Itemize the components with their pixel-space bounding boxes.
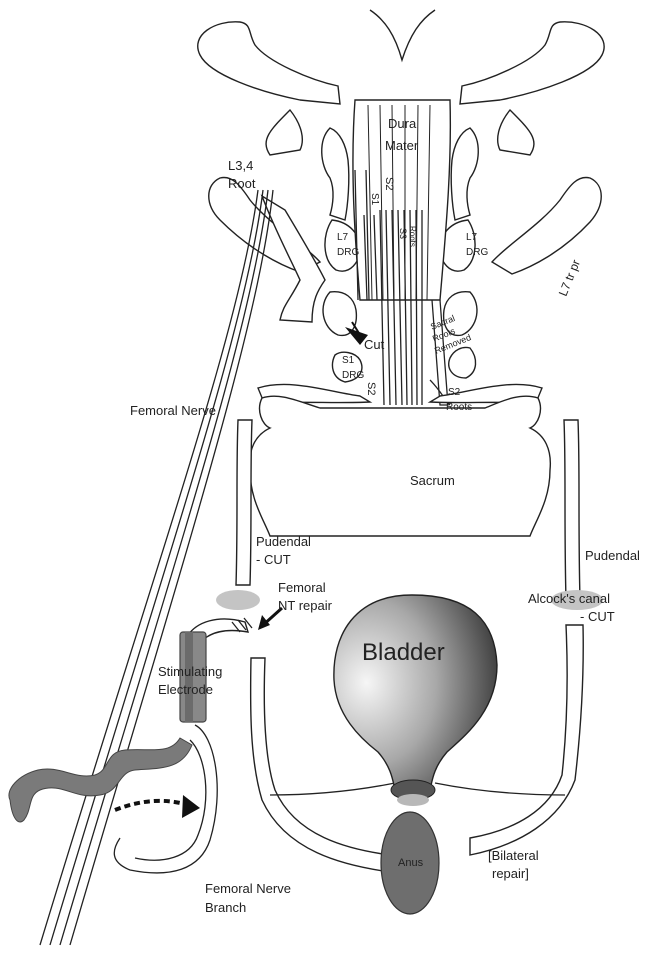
label-sacrum: Sacrum [410, 473, 455, 488]
label-anus: Anus [398, 857, 424, 869]
label-alcocks-cut: - CUT [580, 609, 615, 624]
label-electrode: Electrode [158, 682, 213, 697]
label-femoral-nerve: Femoral Nerve [130, 403, 216, 418]
label-s2-upper: S2 [383, 177, 395, 190]
label-l7-right: L7 [466, 232, 478, 243]
label-s3: S3 [398, 228, 408, 239]
label-alcocks-canal: Alcock's canal [528, 591, 610, 606]
label-mater: Mater [385, 138, 419, 153]
movement-arrow [115, 795, 200, 818]
label-stimulating: Stimulating [158, 664, 222, 679]
label-femoral-nt: Femoral [278, 580, 326, 595]
label-dura: Dura [388, 116, 417, 131]
label-l34: L3,4 [228, 158, 253, 173]
label-cut: Cut [364, 337, 385, 352]
label-branch: Branch [205, 900, 246, 915]
sacrum [250, 396, 551, 536]
label-roots-upper: Roots [408, 226, 417, 247]
label-s1-drg: DRG [342, 370, 364, 381]
pudendal-canal-left [216, 590, 260, 610]
label-s2-lower: S2 [365, 382, 377, 395]
label-drg-right: DRG [466, 247, 488, 258]
label-femoral-branch: Femoral Nerve [205, 881, 291, 896]
label-pudendal-cut-b: - CUT [256, 552, 291, 567]
label-s1-upper: S1 [369, 193, 380, 206]
label-bladder: Bladder [362, 639, 445, 666]
label-root: Root [228, 176, 256, 191]
label-s1-drg-s1: S1 [342, 355, 355, 366]
label-s2-roots-s2: S2 [448, 387, 461, 398]
label-repair: repair] [492, 866, 529, 881]
label-pudendal-right: Pudendal [585, 548, 640, 563]
label-drg-left: DRG [337, 247, 359, 258]
label-l7-tr-pr: L7 tr pr [556, 258, 583, 298]
label-nt-repair: NT repair [278, 598, 333, 613]
label-pudendal-cut: Pudendal [256, 534, 311, 549]
label-l7-left: L7 [337, 232, 349, 243]
label-s2-roots: Roots [446, 402, 472, 413]
bladder [334, 595, 497, 806]
sacral-foramina [258, 347, 542, 405]
label-bilateral: [Bilateral [488, 848, 539, 863]
